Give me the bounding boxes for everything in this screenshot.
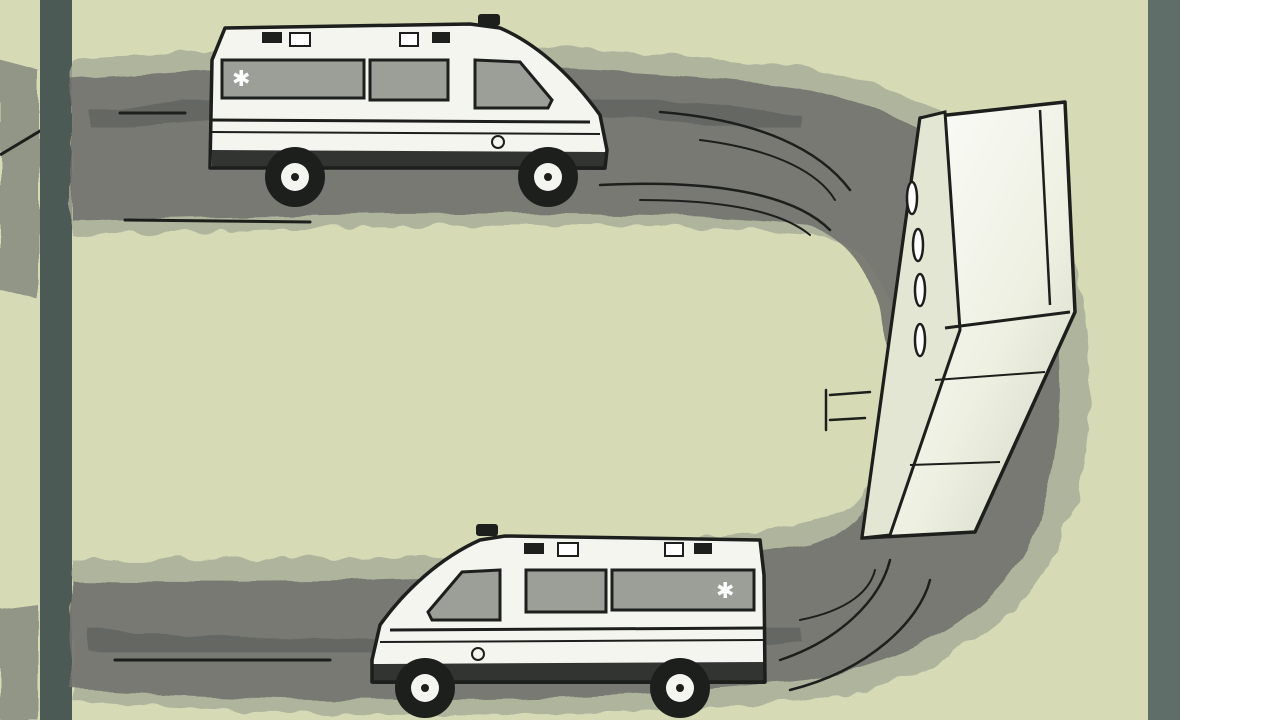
obstacle-ridge [1038,109,1052,306]
ambulance-top-windshield [473,58,554,110]
ambulance-bottom-wheel-rear [650,658,710,718]
ambulance-bottom-roof-light-1 [524,543,544,554]
ambulance-top-roof-box-2 [399,32,419,47]
frame-right [1148,0,1180,720]
ambulance-bottom-star-of-life-glyph: ✱ [716,579,734,604]
ambulance-top-roof-light-2 [432,32,450,43]
ambulance-bottom-windshield [426,568,502,622]
ambulance-top-cross-emblem [491,135,505,149]
ambulance-bottom-cross-emblem [471,647,485,661]
ambulance-top: ✱ [208,14,609,207]
ambulance-top-star-of-life-glyph: ✱ [232,67,250,92]
obstacle-block [860,100,1077,540]
ambulance-bottom-roof-box-1 [557,542,579,557]
ambulance-top-wheel-front [518,147,578,207]
ambulance-top-window-rear [220,58,366,100]
ambulance-top-roof-box-1 [289,32,311,47]
ambulance-top-stripe-2 [211,131,601,135]
obstacle-band-1 [934,371,1046,381]
ambulance-bottom-beacon [476,524,498,536]
obstacle-top-split [944,310,1071,330]
road-core [72,66,1060,701]
ambulance-top-window-mid [368,58,450,102]
ambulance-top-wheel-rear [265,147,325,207]
ambulance-bottom-window-rear [610,568,756,612]
obstacle-band-2 [909,461,1001,466]
obstacle-front-face [860,110,962,540]
ambulance-top-beacon [478,14,500,26]
ambulance-bottom-wheel-front [395,658,455,718]
ambulance-bottom-stripe-2 [379,639,765,643]
ambulance-bottom-stripe [389,626,765,632]
obstacle-portholes [905,180,927,358]
motion-lines [113,110,932,692]
ambulance-bottom-roof-light-2 [694,543,712,554]
ambulance-bottom-window-mid [524,568,608,614]
ambulance-bottom: ✱ [370,524,767,718]
frame-left [40,0,72,720]
ambulance-top-stripe [211,118,591,124]
left-strip-road [0,60,38,720]
ambulance-bottom-roof-box-2 [664,542,684,557]
ambulance-top-roof-light-1 [262,32,282,43]
